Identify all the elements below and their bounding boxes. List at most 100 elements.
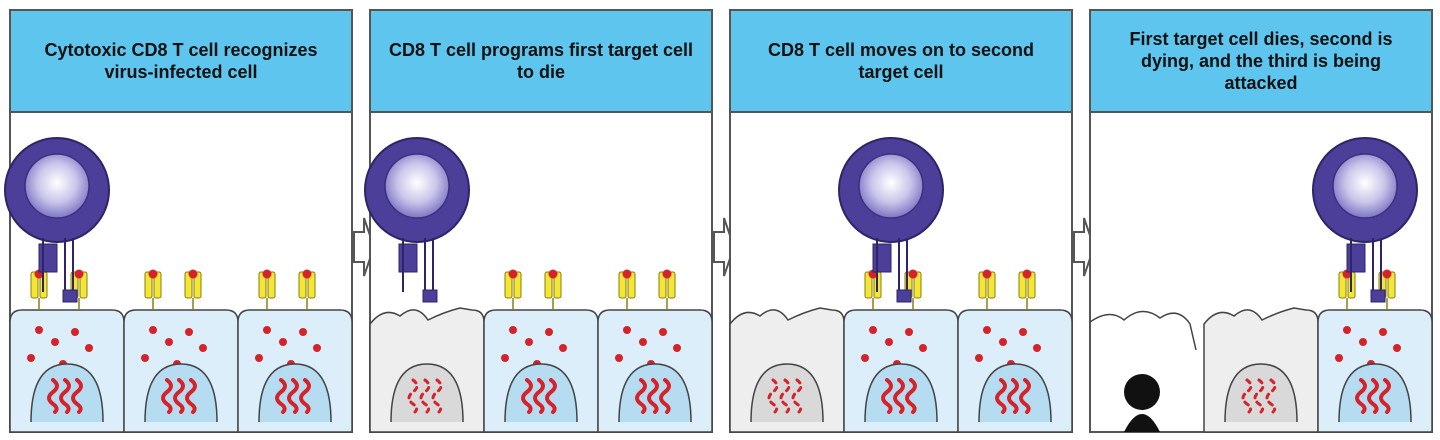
viral-peptide — [508, 269, 518, 279]
viral-dna — [1007, 378, 1019, 414]
virus-particle — [1359, 338, 1367, 346]
mhc-molecule-chain — [553, 271, 562, 299]
fragmented-viral-dna — [779, 378, 791, 414]
target-cell-infected — [957, 269, 1073, 433]
virus-particle — [279, 338, 287, 346]
mhc-molecule-chain — [267, 271, 276, 299]
virus-particle — [141, 354, 149, 362]
mhc-molecule-chain — [913, 271, 922, 299]
virus-particle — [263, 326, 271, 334]
virus-particle — [975, 354, 983, 362]
virus-particle — [501, 354, 509, 362]
nucleus — [978, 363, 1052, 423]
viral-dna — [1355, 378, 1367, 414]
t-cell-nucleus — [24, 153, 90, 219]
viral-dna — [1019, 378, 1031, 414]
mhc-molecule — [618, 271, 627, 299]
viral-dna — [659, 378, 671, 414]
t-cell-nucleus — [384, 153, 450, 219]
mhc-molecule-chain — [667, 271, 676, 299]
t-cell-receptor — [38, 243, 58, 273]
t-cell-nucleus — [1332, 153, 1398, 219]
fragmented-viral-dna — [1253, 378, 1265, 414]
viral-peptide — [662, 269, 672, 279]
virus-particle — [35, 326, 43, 334]
t-cell-receptor — [872, 243, 892, 273]
mhc-molecule-chain — [193, 271, 202, 299]
viral-dna — [905, 378, 917, 414]
viral-dna — [287, 378, 299, 414]
virus-particle — [905, 328, 913, 336]
nucleus — [618, 363, 692, 423]
viral-peptide — [188, 269, 198, 279]
target-cell-programmed — [369, 307, 485, 433]
target-cell-infected — [123, 269, 239, 433]
virus-particle — [869, 326, 877, 334]
ruptured-membrane — [1089, 310, 1197, 351]
cd8-coreceptor — [896, 289, 912, 303]
virus-particle — [1379, 328, 1387, 336]
viral-dna — [545, 378, 557, 414]
mhc-molecule — [1018, 271, 1027, 299]
mhc-molecule — [30, 271, 39, 299]
nucleus — [390, 363, 464, 423]
target-cell-dying — [1203, 307, 1319, 433]
viral-dna — [71, 378, 83, 414]
nucleus — [504, 363, 578, 423]
nucleus — [750, 363, 824, 423]
nucleus — [1224, 363, 1298, 423]
mhc-molecule — [504, 271, 513, 299]
mhc-molecule — [258, 271, 267, 299]
virus-particle — [255, 354, 263, 362]
mhc-molecule-chain — [513, 271, 522, 299]
viral-peptide — [302, 269, 312, 279]
mhc-molecule — [978, 271, 987, 299]
mhc-molecule-chain — [987, 271, 996, 299]
mhc-molecule-chain — [627, 271, 636, 299]
fragmented-viral-dna — [419, 378, 431, 414]
viral-peptide — [262, 269, 272, 279]
virus-particle — [51, 338, 59, 346]
viral-dna — [275, 378, 287, 414]
viral-dna — [647, 378, 659, 414]
viral-dna — [1367, 378, 1379, 414]
virus-particle — [919, 344, 927, 352]
virus-particle — [27, 354, 35, 362]
viral-dna — [173, 378, 185, 414]
panel-header — [1089, 9, 1433, 113]
fragmented-viral-dna — [1241, 378, 1253, 414]
virus-particle — [639, 338, 647, 346]
virus-particle — [559, 344, 567, 352]
virus-particle — [525, 338, 533, 346]
mhc-molecule-chain — [1027, 271, 1036, 299]
virus-particle — [1335, 354, 1343, 362]
viral-peptide — [148, 269, 158, 279]
apoptotic-body — [1124, 414, 1160, 432]
viral-dna — [995, 378, 1007, 414]
virus-particle — [85, 344, 93, 352]
viral-dna — [635, 378, 647, 414]
cd8-coreceptor — [422, 289, 438, 303]
mhc-molecule — [544, 271, 553, 299]
mhc-molecule-chain — [79, 271, 88, 299]
target-cell-infected — [1317, 269, 1433, 433]
panel-4 — [1089, 9, 1433, 433]
panel-header — [369, 9, 713, 113]
virus-particle — [185, 328, 193, 336]
virus-particle — [673, 344, 681, 352]
panel-3 — [729, 9, 1073, 433]
virus-particle — [71, 328, 79, 336]
target-cell-infected — [597, 269, 713, 433]
fragmented-viral-dna — [791, 378, 803, 414]
cd8-coreceptor — [1370, 289, 1386, 303]
mhc-molecule — [658, 271, 667, 299]
t-cell-receptor — [398, 243, 418, 273]
viral-dna — [299, 378, 311, 414]
virus-particle — [1393, 344, 1401, 352]
viral-dna — [47, 378, 59, 414]
viral-peptide — [1382, 269, 1392, 279]
apoptotic-body — [1124, 374, 1160, 410]
virus-particle — [1343, 326, 1351, 334]
fragmented-viral-dna — [1265, 378, 1277, 414]
